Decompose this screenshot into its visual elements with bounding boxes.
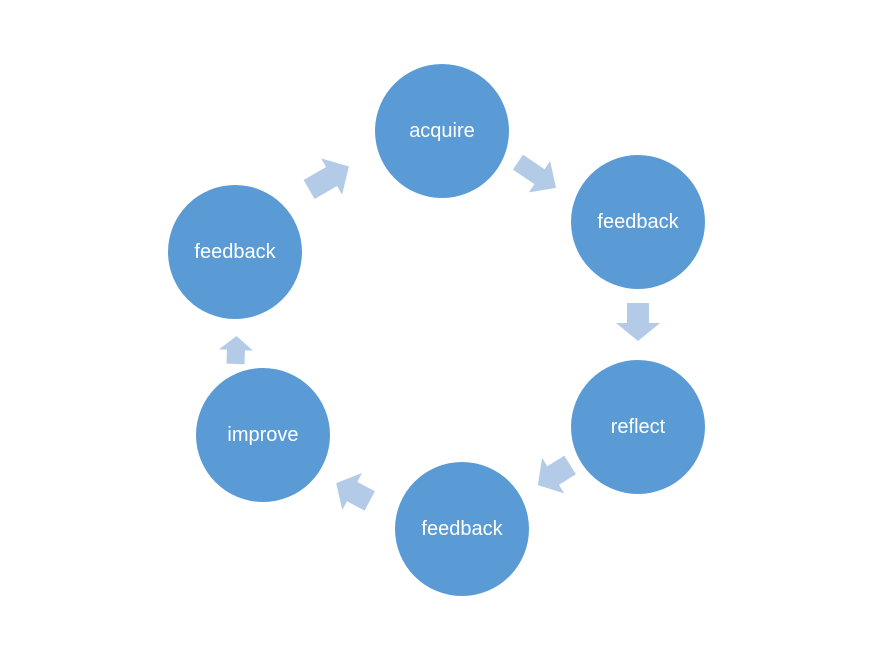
arrow-improve-to-feedback [219, 336, 253, 365]
node-label: feedback [597, 211, 679, 233]
node-feedback-bottom: feedback [395, 462, 529, 596]
arrow-reflect-to-feedback [537, 455, 576, 494]
node-label: acquire [409, 120, 475, 142]
node-reflect: reflect [571, 360, 705, 494]
node-improve: improve [196, 368, 330, 502]
node-label: feedback [194, 241, 276, 263]
arrow-feedback-to-reflect [616, 303, 660, 341]
arrow-feedback-to-acquire [303, 158, 349, 200]
node-label: improve [227, 424, 298, 446]
node-acquire: acquire [375, 64, 509, 198]
node-label: feedback [421, 518, 503, 540]
arrow-acquire-to-feedback [512, 154, 557, 193]
node-feedback-left: feedback [168, 185, 302, 319]
arrow-feedback-to-improve [336, 472, 375, 511]
node-feedback-right: feedback [571, 155, 705, 289]
node-label: reflect [611, 416, 666, 438]
